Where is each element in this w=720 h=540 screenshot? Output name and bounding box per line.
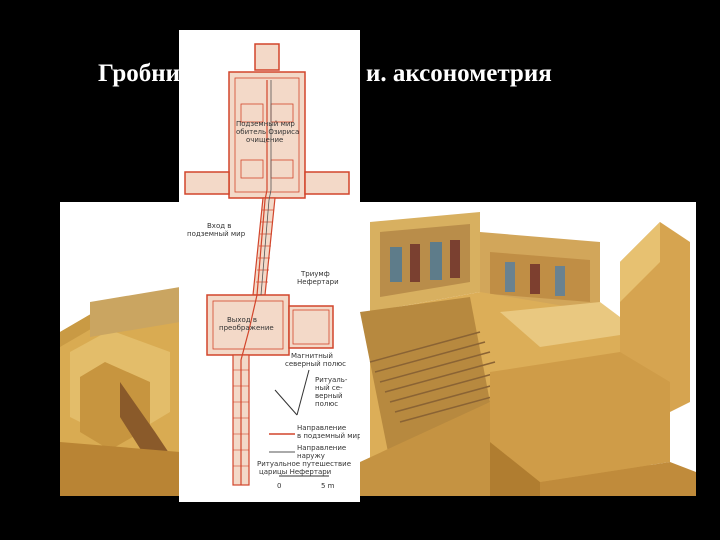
label-exit-2: преображение [219, 324, 274, 332]
label-exit-1: Выход в [227, 316, 257, 324]
label-osiris-3: очищение [246, 136, 283, 144]
legend-outward-1: Направление [297, 444, 346, 452]
label-triumph-1: Триумф [300, 270, 330, 278]
legend-outward-2: наружу [297, 452, 325, 460]
label-triumph-2: Нефертари [297, 278, 339, 286]
label-path-1: Ритуальное путешествие [257, 460, 351, 468]
label-magnetic-2: северный полюс [285, 360, 346, 368]
axonometric-drawing [60, 202, 696, 496]
scale-zero: 0 [277, 482, 281, 490]
label-osiris-2: обитель Озириса [236, 128, 299, 136]
legend-underworld-1: Направление [297, 424, 346, 432]
floor-plan-drawing: Подземный мир обитель Озириса очищение В… [179, 30, 360, 502]
label-path-2: царицы Нефертари [259, 468, 331, 476]
label-ritual-4: полюс [315, 400, 338, 408]
title-left-fragment: Гробни [98, 60, 181, 87]
slide-title: Гробни и. аксонометрия [0, 58, 720, 90]
label-ritual-1: Ритуаль- [315, 376, 348, 384]
scale-five-m: 5 m [321, 482, 335, 490]
tomb-floor-plan: Подземный мир обитель Озириса очищение В… [179, 30, 360, 502]
legend-underworld-2: в подземный мир [297, 432, 360, 440]
tomb-axonometric-illustration [60, 202, 696, 496]
label-ritual-3: верный [315, 392, 343, 400]
label-magnetic-1: Магнитный [291, 352, 333, 360]
label-ritual-2: ный се- [315, 384, 343, 392]
label-osiris-1: Подземный мир [236, 120, 295, 128]
label-entry-2: подземный мир [187, 230, 246, 238]
title-right-fragment: и. аксонометрия [366, 60, 552, 87]
label-entry-1: Вход в [207, 222, 231, 230]
